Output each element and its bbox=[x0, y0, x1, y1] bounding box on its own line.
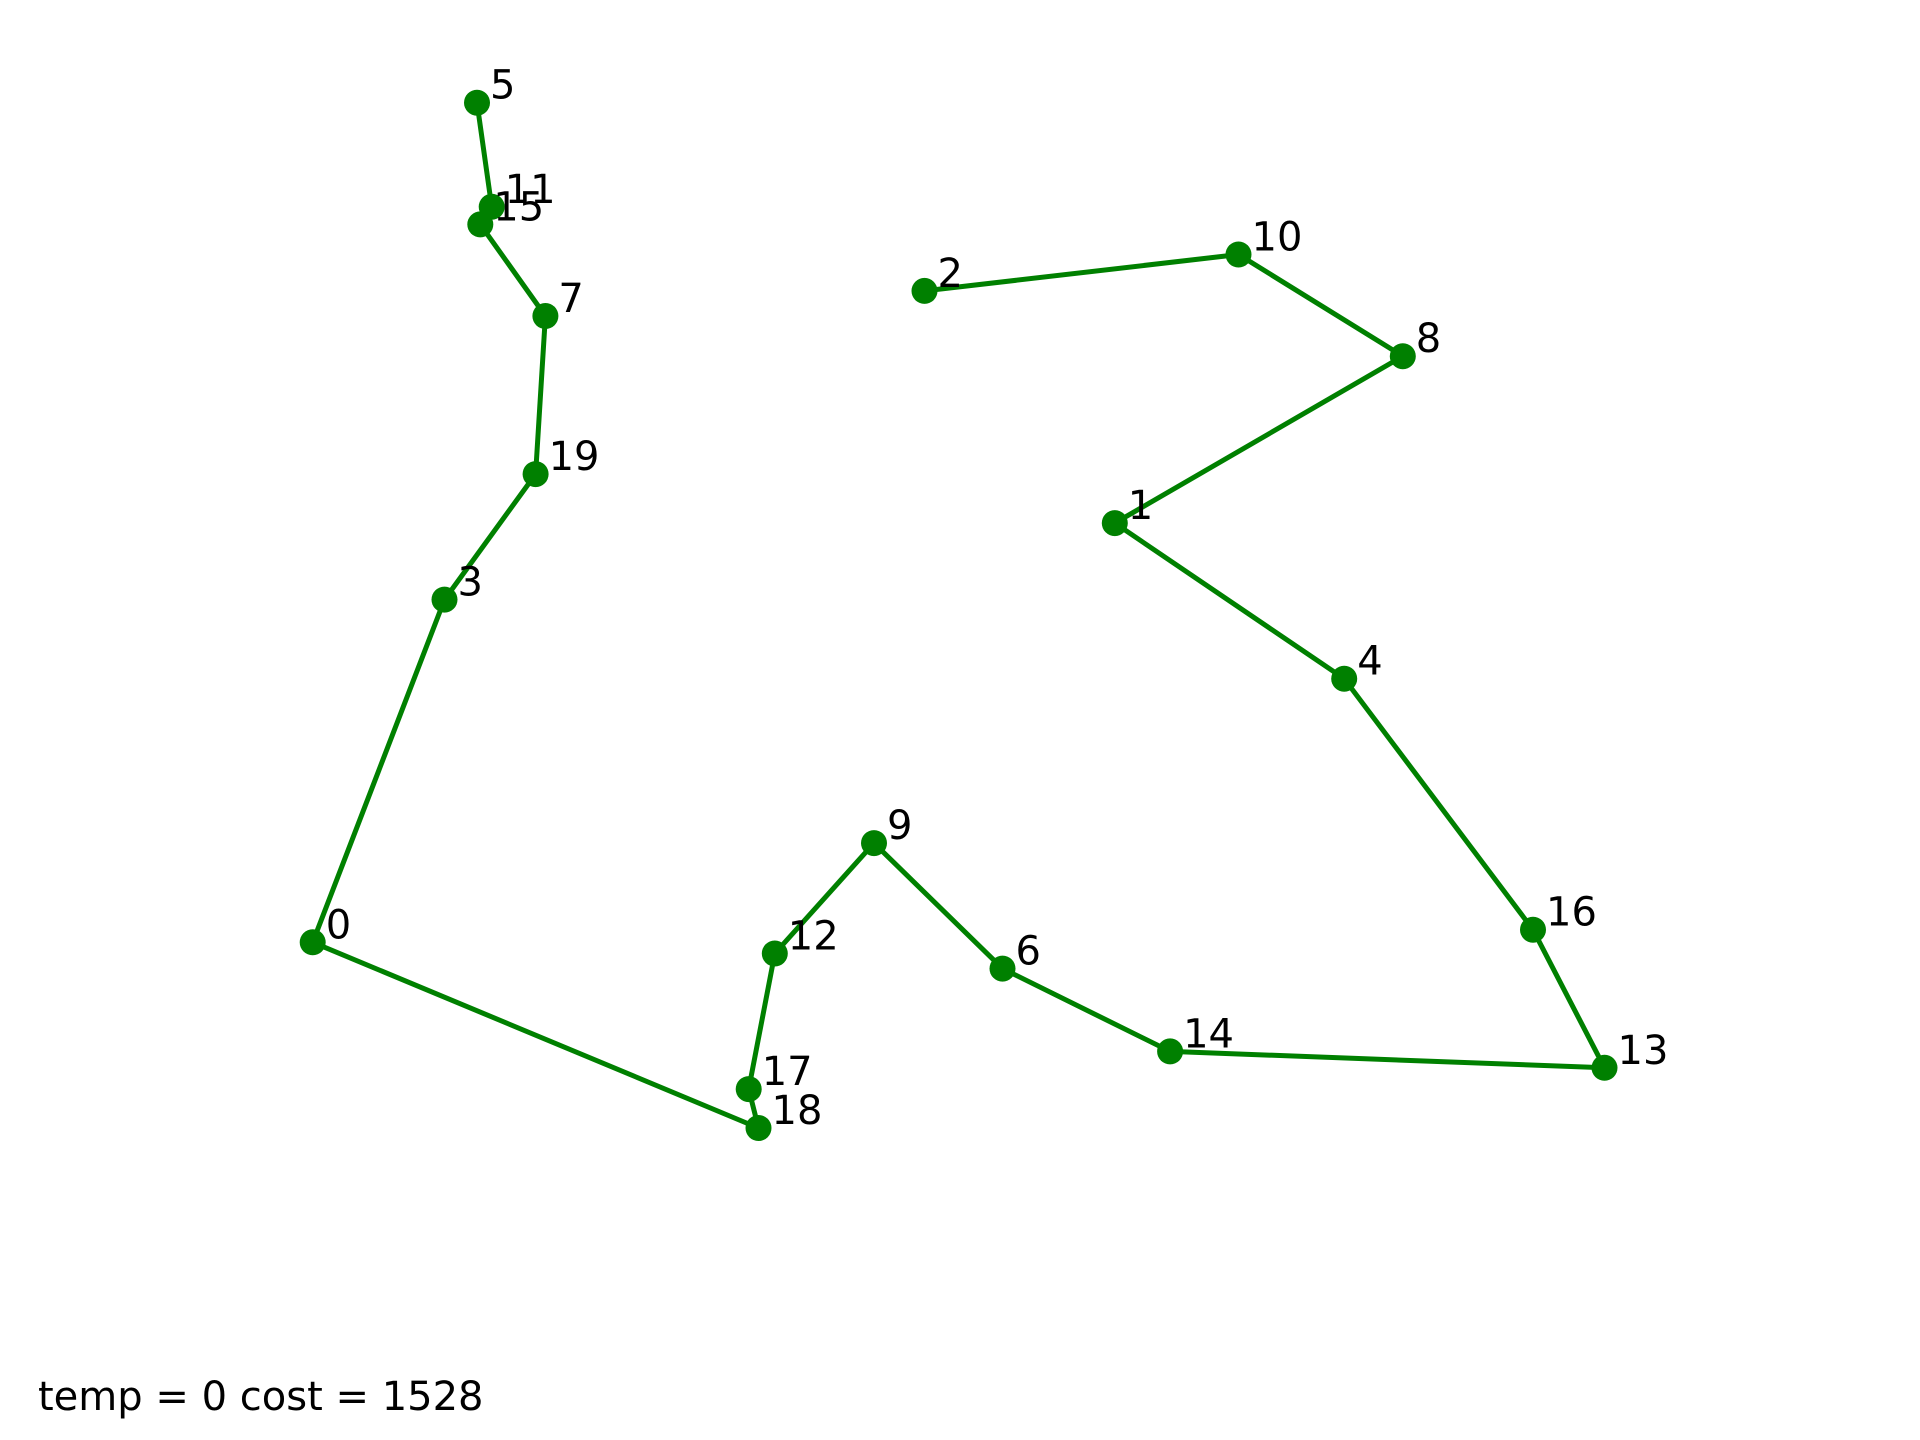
node-label-15: 15 bbox=[493, 184, 544, 230]
tour-edge-19-3 bbox=[442, 471, 539, 603]
node-point-16 bbox=[1520, 916, 1546, 943]
node-label-10: 10 bbox=[1252, 215, 1303, 261]
tour-edge-8-10 bbox=[1236, 252, 1406, 359]
tour-edge-12-9 bbox=[772, 840, 877, 956]
node-point-4 bbox=[1331, 665, 1358, 692]
node-label-3: 3 bbox=[458, 560, 483, 606]
node-point-10 bbox=[1225, 241, 1252, 268]
tour-edge-17-12 bbox=[746, 951, 778, 1092]
node-point-1 bbox=[1101, 510, 1128, 537]
node-label-18: 18 bbox=[772, 1088, 823, 1134]
node-label-19: 19 bbox=[549, 434, 600, 480]
node-point-13 bbox=[1591, 1054, 1618, 1081]
tour-nodes bbox=[299, 89, 1618, 1141]
node-point-7 bbox=[532, 303, 559, 329]
tour-edge-0-18 bbox=[310, 939, 761, 1131]
node-point-5 bbox=[464, 89, 490, 116]
tour-edge-5-11 bbox=[474, 100, 495, 210]
node-label-14: 14 bbox=[1183, 1011, 1234, 1057]
tour-edge-4-1 bbox=[1112, 520, 1347, 682]
node-point-6 bbox=[989, 955, 1016, 982]
tour-edges bbox=[310, 100, 1607, 1131]
node-point-2 bbox=[911, 277, 938, 304]
node-label-9: 9 bbox=[887, 803, 912, 849]
node-label-8: 8 bbox=[1416, 316, 1441, 362]
node-label-12: 12 bbox=[788, 914, 839, 960]
node-label-1: 1 bbox=[1128, 483, 1153, 529]
tour-edge-6-14 bbox=[1000, 966, 1173, 1054]
node-label-2: 2 bbox=[938, 251, 963, 297]
node-label-17: 17 bbox=[762, 1049, 813, 1095]
tour-edge-15-7 bbox=[477, 221, 548, 319]
node-point-18 bbox=[745, 1115, 772, 1141]
node-point-9 bbox=[861, 830, 887, 857]
tour-edge-7-19 bbox=[533, 313, 548, 477]
node-label-11: 11 bbox=[505, 167, 556, 213]
node-label-13: 13 bbox=[1618, 1028, 1669, 1074]
node-point-17 bbox=[735, 1076, 762, 1103]
tour-edge-16-4 bbox=[1341, 676, 1536, 933]
node-point-12 bbox=[761, 940, 788, 967]
node-point-15 bbox=[467, 211, 494, 238]
node-label-0: 0 bbox=[326, 902, 351, 948]
node-point-0 bbox=[299, 929, 326, 956]
tour-edge-13-16 bbox=[1530, 927, 1607, 1071]
tour-edge-1-8 bbox=[1112, 353, 1406, 526]
tour-edge-3-0 bbox=[310, 597, 447, 945]
node-point-14 bbox=[1157, 1038, 1184, 1065]
tour-edge-10-2 bbox=[922, 252, 1241, 294]
node-label-7: 7 bbox=[558, 276, 583, 322]
status-text: temp = 0 cost = 1528 bbox=[38, 1374, 484, 1420]
node-point-19 bbox=[522, 461, 549, 488]
node-point-3 bbox=[431, 586, 458, 613]
tour-edge-14-13 bbox=[1167, 1048, 1607, 1071]
node-label-6: 6 bbox=[1016, 929, 1041, 975]
node-point-8 bbox=[1389, 343, 1416, 370]
node-label-16: 16 bbox=[1546, 890, 1597, 936]
node-label-4: 4 bbox=[1357, 639, 1382, 685]
tour-edge-9-6 bbox=[871, 840, 1005, 972]
node-label-5: 5 bbox=[490, 63, 515, 109]
